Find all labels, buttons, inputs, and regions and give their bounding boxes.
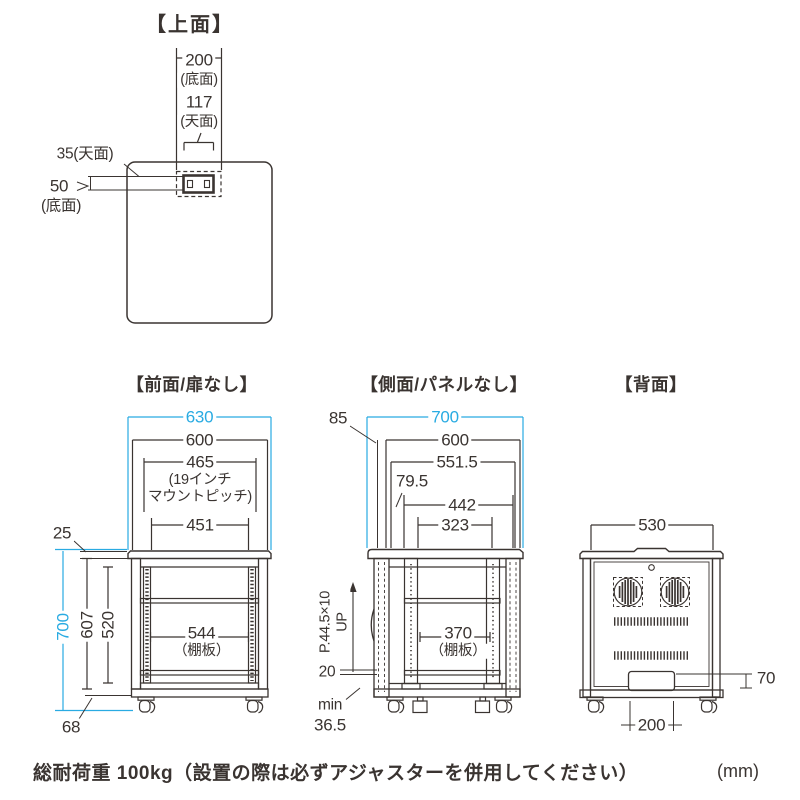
dim-700-side: 700 [428,408,462,426]
front-shelf-lower [139,669,260,676]
top-view-drawing [76,48,273,324]
pitch-up-arrowhead [349,582,357,592]
top-view-title: 【上面】 [143,15,237,35]
dim-600-front: 600 [182,431,217,449]
front-casters [137,696,264,714]
dim-442: 442 [445,496,479,514]
load-capacity-note: 総耐荷重 100kg（設置の際は必ずアジャスターを併用してください） [33,763,639,784]
dim-465: 465 [183,453,217,471]
dim-rack-pitch: P.44.5×10 UP [317,588,351,656]
dim-200-back: 200 [634,716,669,734]
dim-200-note: (底面) [177,73,221,88]
dim-117-note: (天面) [177,115,221,130]
unit-label: (mm) [717,761,759,781]
back-view-drawing [579,524,752,731]
dim-20: 20 [315,664,339,680]
dim-465-note2: マウントピッチ) [145,490,255,505]
dim-551-5: 551.5 [433,453,481,471]
dim-630: 630 [182,408,217,426]
dim-50-bottom-face: 50 [46,177,72,195]
side-view-title: 【側面/パネルなし】 [357,376,531,394]
front-cyan-dims [55,416,272,712]
dim-85: 85 [325,409,351,427]
back-casters [586,696,718,714]
dim-min-label: min [314,697,346,713]
dim-465-note1: (19インチ [165,473,235,488]
dim-117-top: 117 [182,93,216,111]
rack-pitch-value: P.44.5×10 [317,591,334,653]
dim-451: 451 [183,516,217,534]
side-view-drawing [340,416,524,714]
dim-520: 520 [99,608,118,642]
dim-544-note: （棚板） [170,644,233,659]
dim-35-top-face: 35(天面) [53,146,117,162]
top-slot-top-face [182,174,215,194]
door-handle [370,608,375,642]
dim-600-side: 600 [438,431,472,449]
front-view-drawing [55,416,272,720]
top-view-cabinet-outline [126,161,273,324]
dim-370-note: （棚板） [426,644,490,659]
dim-50-note: (底面) [37,198,85,214]
side-shelf-upper [403,597,501,604]
dim-607: 607 [78,608,97,642]
dim-544-shelf: 544 [184,624,219,642]
dim-70: 70 [753,669,779,687]
dim-25: 25 [49,524,75,542]
back-screw-hole [648,564,655,571]
dim-700-front: 700 [54,610,73,644]
dim-min-value: 36.5 [311,716,349,734]
front-shelf-upper [139,597,260,604]
dim-68: 68 [58,718,84,736]
dim-530: 530 [635,516,669,534]
top-slot-bottom-face [175,170,222,198]
front-view-title: 【前面/扉なし】 [123,376,261,394]
dim-370-shelf: 370 [441,624,475,642]
back-fan-vents [613,577,690,607]
back-view-title: 【背面】 [612,376,690,394]
dim-79-5: 79.5 [393,472,431,490]
back-cable-slot [627,670,676,692]
rack-pitch-up: UP [334,612,350,632]
dim-323: 323 [438,516,472,534]
side-casters-adjusters [386,696,513,714]
side-shelf-lower [403,669,501,676]
dim-200-bottom: 200 [182,51,216,69]
